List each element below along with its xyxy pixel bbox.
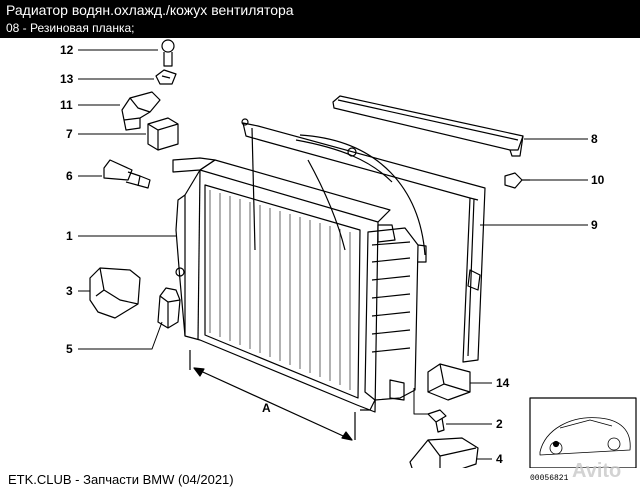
callout-13: 13	[60, 72, 74, 86]
callout-4: 4	[496, 452, 503, 466]
part-10-clip[interactable]	[504, 172, 530, 189]
dimension-a	[189, 350, 356, 441]
car-thumbnail	[529, 397, 637, 468]
part-8-rubber-strip[interactable]	[332, 95, 524, 157]
part-2-bolt[interactable]	[427, 409, 447, 433]
callout-10: 10	[591, 173, 605, 187]
part-12-bolt[interactable]	[161, 39, 175, 67]
diagram-number: 00056821	[530, 474, 569, 483]
callout-5: 5	[66, 342, 73, 356]
callout-11: 11	[60, 98, 73, 112]
parts-diagram: 12 13 11 7 6 1 3 5 8 10 9 14 2 4 A	[60, 39, 637, 468]
callout-12: 12	[60, 43, 74, 57]
footer-source: ETK.CLUB - Запчасти BMW (04/2021)	[8, 472, 234, 487]
callout-2: 2	[496, 417, 503, 431]
part-7-rubber-mount[interactable]	[147, 117, 179, 151]
callout-9: 9	[591, 218, 598, 232]
part-11-bracket[interactable]	[121, 91, 161, 131]
part-9-fan-shroud[interactable]	[241, 118, 486, 363]
part-14-bracket[interactable]	[427, 363, 471, 401]
diagram-title: Радиатор водян.охлажд./кожух вентилятора	[6, 2, 294, 18]
part-6-temp-switch[interactable]	[103, 159, 151, 189]
dimension-a-label: A	[262, 401, 271, 415]
callout-6: 6	[66, 169, 73, 183]
callout-7: 7	[66, 127, 73, 141]
part-5-rubber-buffer[interactable]	[157, 287, 181, 329]
part-3-bracket[interactable]	[89, 267, 141, 319]
part-4-lower-bracket[interactable]	[409, 437, 479, 468]
callout-1: 1	[66, 229, 73, 243]
callout-8: 8	[591, 132, 598, 146]
callout-3: 3	[66, 284, 73, 298]
watermark-text: Avito	[572, 460, 622, 482]
part-13-nut[interactable]	[155, 69, 177, 85]
part-1-radiator-right-tank[interactable]	[360, 224, 427, 411]
part-1-radiator[interactable]	[172, 157, 391, 413]
header-bar: Радиатор водян.охлажд./кожух вентилятора…	[0, 0, 640, 38]
leader-lines	[78, 49, 588, 460]
diagram-subtitle: 08 - Резиновая планка;	[6, 21, 135, 35]
callout-14: 14	[496, 376, 510, 390]
